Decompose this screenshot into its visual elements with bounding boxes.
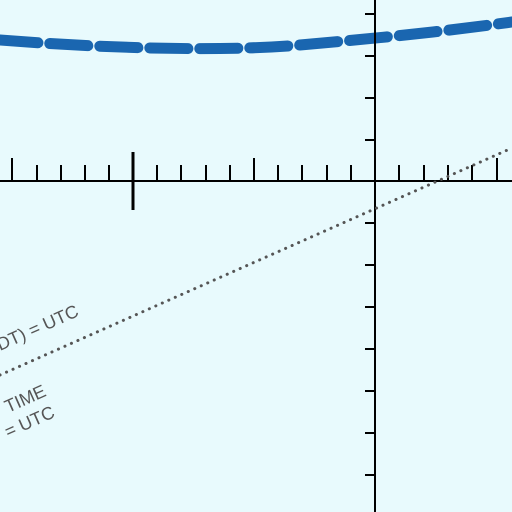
horizontal-axis-ticks: [11, 152, 498, 210]
dotted-line: [0, 146, 512, 377]
dashed-curve: [0, 16, 512, 55]
label-line-one: DT) = UTC: [0, 301, 82, 355]
vertical-axis-ticks: [365, 13, 375, 476]
